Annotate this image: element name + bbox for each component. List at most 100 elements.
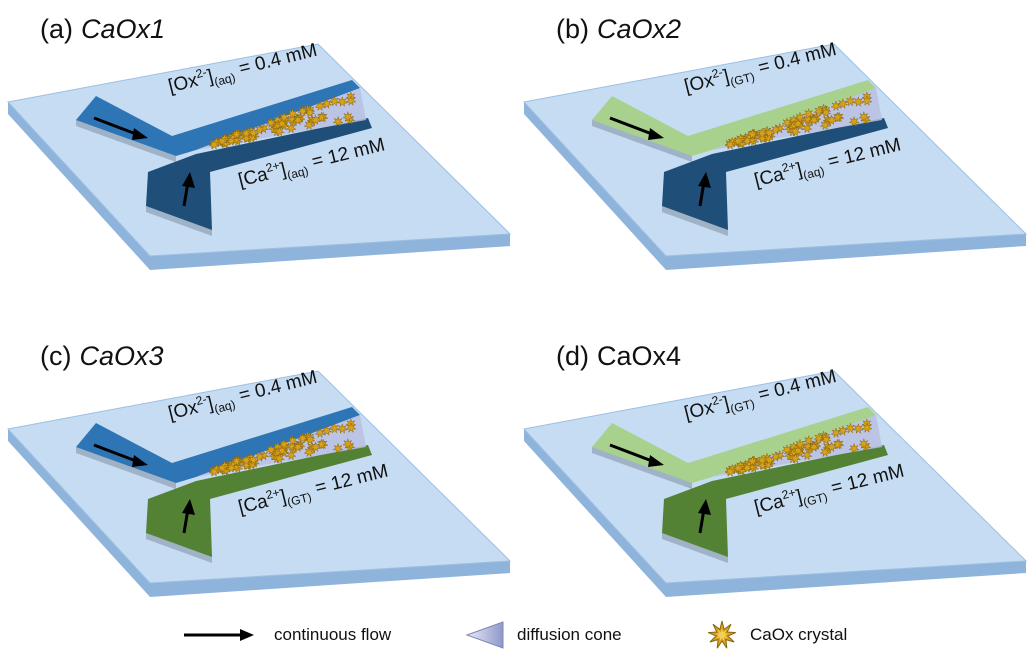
flow-arrow-oxalate <box>609 116 664 140</box>
flow-arrow-calcium <box>182 499 195 534</box>
crystal <box>208 465 220 477</box>
legend-flow: continuous flow <box>180 620 391 650</box>
crystal <box>756 459 768 471</box>
microfluidic-chip-diagram <box>523 43 1028 270</box>
flow-arrow-oxalate <box>93 116 148 140</box>
crystal <box>837 97 849 110</box>
panel-title: (c)CaOx3 <box>40 341 164 372</box>
crystal <box>276 117 288 129</box>
crystal <box>240 132 252 144</box>
crystal <box>732 135 744 147</box>
crystal <box>297 105 309 117</box>
crystal <box>802 434 815 446</box>
crystal <box>781 117 793 129</box>
legend-crystal: CaOx crystal <box>700 620 847 650</box>
crystal <box>813 432 825 444</box>
crystal <box>813 105 825 117</box>
crystal <box>794 438 806 450</box>
crystal <box>345 94 357 107</box>
crystal <box>756 454 768 466</box>
crystal <box>286 434 299 446</box>
calcium-channel <box>662 445 888 557</box>
crystal <box>273 452 285 464</box>
crystal <box>309 441 322 453</box>
crystal <box>278 111 290 123</box>
crystal <box>861 421 873 434</box>
crystal <box>265 117 277 129</box>
crystal <box>303 446 315 458</box>
panel-name: CaOx4 <box>597 341 682 371</box>
caox-crystals <box>208 91 357 150</box>
caox-crystals <box>208 418 357 477</box>
crystal <box>801 449 813 461</box>
crystal <box>858 110 870 123</box>
crystal <box>254 450 266 462</box>
oxalate-channel <box>76 80 360 156</box>
arrow-icon <box>184 629 254 641</box>
panel-title: (d)CaOx4 <box>556 341 681 372</box>
crystal <box>286 107 299 119</box>
crystal <box>724 138 736 150</box>
ca-bracket-open: [Ca <box>236 490 271 519</box>
crystal <box>276 444 288 456</box>
crystal <box>724 465 736 477</box>
crystal <box>781 444 793 456</box>
crystal <box>792 444 804 456</box>
crystal <box>732 462 744 474</box>
crystal <box>844 95 857 107</box>
crystal <box>336 95 348 108</box>
ox-bracket-open: [Ox <box>682 396 717 425</box>
calcium-channel <box>662 118 888 230</box>
crystal <box>342 110 354 123</box>
crystal <box>770 123 782 135</box>
crystal <box>309 114 322 126</box>
legend-cone-label: diffusion cone <box>517 625 622 644</box>
crystal <box>332 115 344 127</box>
crystal <box>314 427 326 439</box>
ox-bracket-open: [Ox <box>166 396 201 425</box>
crystal <box>240 459 252 471</box>
crystal <box>852 95 864 108</box>
caox-crystals <box>724 418 873 477</box>
crystal <box>208 138 220 150</box>
crystal <box>820 433 832 445</box>
crystal <box>837 424 849 437</box>
crystal <box>746 455 759 467</box>
flow-arrow-calcium <box>698 172 711 207</box>
calcium-channel <box>146 118 372 230</box>
crystal <box>240 127 252 139</box>
legend: continuous flow diffusion cone CaOx crys… <box>180 620 940 650</box>
crystal <box>278 438 290 450</box>
ca-bracket-open: [Ca <box>752 490 787 519</box>
crystal <box>315 111 328 123</box>
panel-a: (a)CaOx1[Ox2-](aq)= 0.4 mM[Ca2+](aq)= 12… <box>0 0 516 320</box>
crystal-icon <box>708 620 736 649</box>
crystal <box>297 432 309 444</box>
crystal <box>830 100 842 112</box>
panel-letter: (c) <box>40 341 72 371</box>
crystal <box>819 446 831 458</box>
ca-bracket-open: [Ca <box>752 163 787 192</box>
crystal <box>808 114 820 126</box>
oxalate-channel <box>592 407 876 483</box>
crystal <box>820 106 832 118</box>
crystal <box>861 94 873 107</box>
crystal <box>292 441 304 453</box>
cone-icon <box>465 621 504 649</box>
crystal <box>314 100 326 112</box>
crystal <box>216 462 228 474</box>
crystal <box>254 123 266 135</box>
panel-b: (b)CaOx2[Ox2-](GT)= 0.4 mM[Ca2+](aq)= 12… <box>516 0 1032 320</box>
panel-letter: (b) <box>556 14 589 44</box>
crystal <box>342 437 354 450</box>
crystal <box>332 442 344 454</box>
crystal <box>848 115 860 127</box>
crystal <box>240 454 252 466</box>
crystal <box>345 421 357 434</box>
panel-d: (d)CaOx4[Ox2-](GT)= 0.4 mM[Ca2+](GT)= 12… <box>516 327 1032 647</box>
crystal <box>792 117 804 129</box>
panel-title: (b)CaOx2 <box>556 14 681 45</box>
crystal <box>763 127 776 139</box>
crystal <box>321 97 333 110</box>
crystal <box>746 128 759 140</box>
